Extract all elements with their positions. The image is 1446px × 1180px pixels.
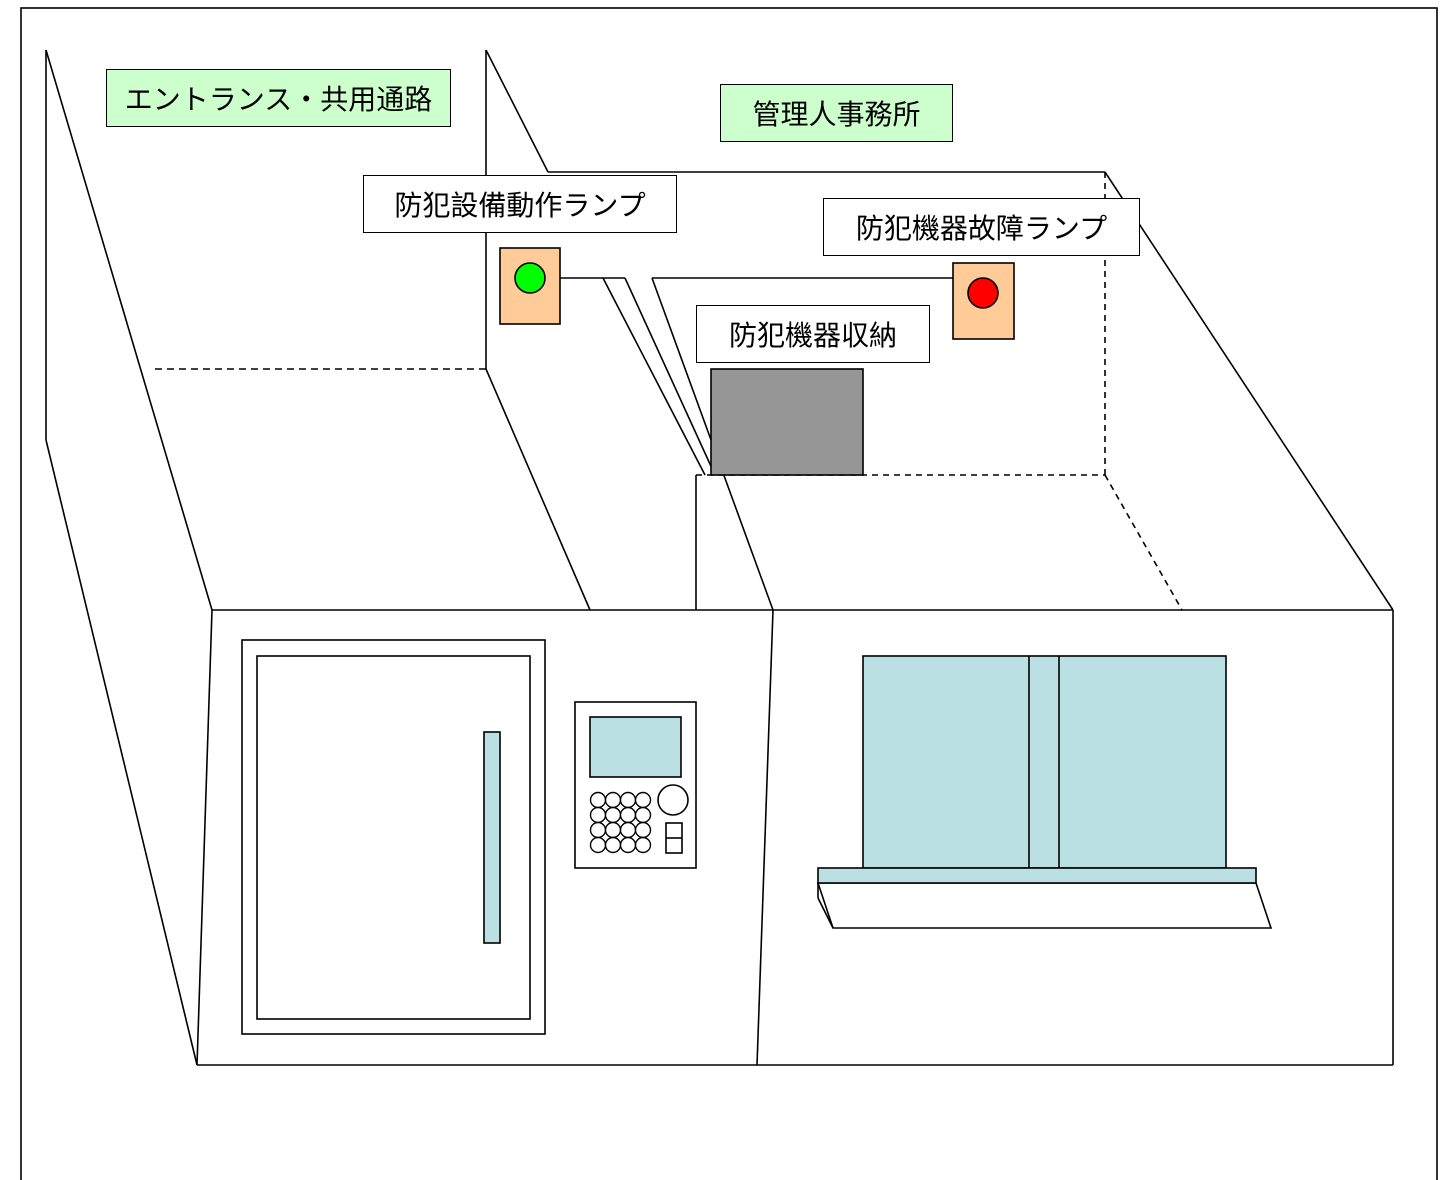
keypad-button xyxy=(619,806,637,824)
storage-label: 防犯機器収納 xyxy=(696,305,930,363)
keypad-button xyxy=(634,821,652,839)
operation-lamp-light xyxy=(514,262,546,294)
keypad-button xyxy=(619,791,637,809)
operation-lamp-wiring xyxy=(560,277,716,476)
partition-wall xyxy=(485,49,1105,611)
fault-lamp xyxy=(952,262,1015,340)
keypad-button xyxy=(589,806,607,824)
reception-window xyxy=(862,655,1227,869)
entrance-door xyxy=(241,639,546,1035)
entrance-left-wall xyxy=(45,49,213,1066)
intercom-keypad xyxy=(589,791,652,854)
front-wall-right xyxy=(757,609,1394,1066)
keypad-button xyxy=(634,806,652,824)
operation-lamp xyxy=(499,247,561,325)
counter-top xyxy=(817,867,1257,884)
operation-lamp-label: 防犯設備動作ランプ xyxy=(363,175,677,233)
keypad-button xyxy=(589,791,607,809)
keypad-button xyxy=(634,836,652,854)
outer-frame xyxy=(20,7,1438,1180)
office-label: 管理人事務所 xyxy=(720,84,953,142)
keypad-button xyxy=(604,821,622,839)
keypad-button xyxy=(589,836,607,854)
intercom-panel xyxy=(574,701,697,869)
keypad-button xyxy=(619,821,637,839)
intercom-screen xyxy=(589,716,682,778)
door-handle xyxy=(483,731,501,944)
reception-counter xyxy=(816,867,1273,929)
keypad-button xyxy=(604,791,622,809)
keypad-button xyxy=(604,806,622,824)
intercom-call-button xyxy=(657,784,689,816)
fault-lamp-light xyxy=(967,277,999,309)
fault-lamp-label: 防犯機器故障ランプ xyxy=(823,198,1140,256)
keypad-button xyxy=(604,836,622,854)
storage-box xyxy=(710,368,864,476)
front-wall-left xyxy=(196,609,774,1066)
keypad-button xyxy=(619,836,637,854)
keypad-button xyxy=(634,791,652,809)
entrance-label: エントランス・共用通路 xyxy=(106,69,451,127)
keypad-button xyxy=(589,821,607,839)
